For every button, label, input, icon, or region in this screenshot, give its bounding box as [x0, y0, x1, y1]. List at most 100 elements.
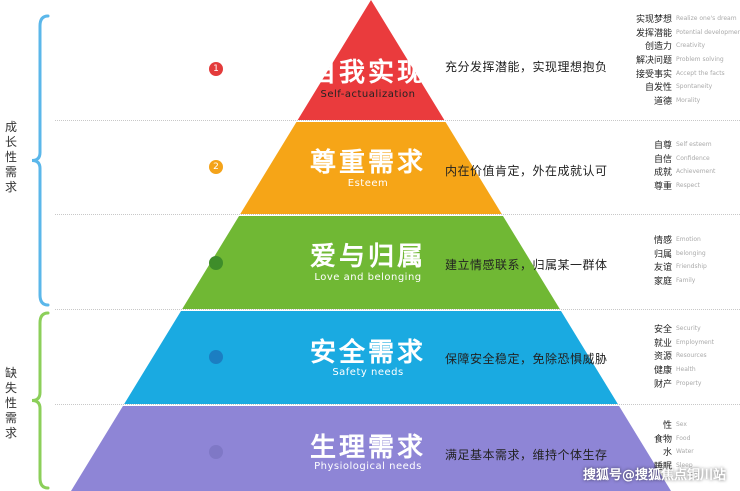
detail-item-cn: 情感 [653, 236, 672, 247]
detail-item-en: Friendship [676, 263, 707, 271]
level-description: 满足基本需求，维持个体生存 [445, 448, 608, 462]
pyramid-tier [240, 122, 502, 214]
detail-item-en: Property [676, 379, 702, 387]
group-brace [31, 311, 50, 490]
detail-item-cn: 接受事实 [636, 69, 673, 80]
detail-item-cn: 归属 [653, 249, 672, 260]
level-description: 充分发挥潜能，实现理想抱负 [445, 60, 608, 74]
detail-item-en: Sleep [676, 462, 693, 470]
detail-item: 道德 Morality [636, 94, 740, 108]
detail-item-cn: 财产 [653, 379, 672, 390]
detail-item-cn: 道德 [653, 96, 672, 107]
detail-item-en: Water [676, 448, 694, 456]
detail-item-cn: 安全 [653, 325, 672, 336]
detail-item-en: Realize one's dream [676, 15, 737, 23]
detail-item-en: Achievement [676, 168, 716, 176]
detail-item: 自信 Confidence [636, 152, 740, 166]
level-title: 爱与归属 [309, 242, 426, 272]
detail-item-cn: 自信 [653, 154, 672, 165]
detail-item: 情感 Emotion [636, 233, 740, 247]
group-brace [31, 14, 50, 307]
detail-item-en: Creativity [676, 42, 706, 50]
watermark: 搜狐号@搜狐焦点铜川站 [582, 468, 726, 483]
level-title: 尊重需求 [309, 148, 426, 178]
detail-item-en: Employment [676, 338, 715, 346]
detail-item-en: Health [676, 366, 696, 374]
detail-item: 尊重 Respect [636, 179, 740, 193]
divider-line [55, 120, 740, 121]
pyramid-tier [297, 0, 445, 120]
detail-item-cn: 尊重 [653, 182, 672, 193]
detail-item-en: Potential development [676, 28, 740, 36]
detail-item: 创造力 Creativity [636, 39, 740, 53]
pyramid-tier [124, 311, 618, 404]
detail-item: 自发性 Spontaneity [636, 80, 740, 94]
level-title: 生理需求 [309, 433, 426, 463]
detail-item: 水 Water [636, 445, 740, 459]
level-subtitle: Safety needs [332, 367, 404, 378]
detail-item: 食物 Food [636, 432, 740, 446]
detail-item-cn: 自发性 [644, 83, 672, 94]
divider-line [55, 309, 740, 310]
detail-item-en: Security [676, 325, 701, 333]
detail-item-en: Respect [676, 182, 700, 190]
level-subtitle: Physiological needs [314, 461, 422, 472]
detail-item-cn: 食物 [653, 434, 672, 445]
divider-line [55, 214, 740, 215]
level-description: 建立情感联系，归属某一群体 [445, 258, 608, 272]
pyramid-tier [182, 216, 560, 309]
pyramid-tier [71, 406, 671, 491]
detail-item-cn: 创造力 [644, 42, 672, 53]
detail-item-en: Self esteem [676, 141, 712, 149]
level-number-badge: 1 [209, 62, 223, 76]
detail-item-en: Sex [676, 421, 687, 429]
detail-item: 安全 Security [636, 322, 740, 336]
detail-item-cn: 睡眠 [653, 462, 672, 473]
detail-item-en: Problem solving [676, 56, 724, 64]
detail-item-cn: 解决问题 [636, 56, 673, 67]
level-number-badge [209, 350, 223, 364]
divider-line [55, 404, 740, 405]
detail-item-cn: 就业 [653, 338, 672, 349]
detail-item: 自尊 Self esteem [636, 138, 740, 152]
detail-item-en: Morality [676, 96, 701, 104]
detail-item-en: Emotion [676, 236, 701, 244]
detail-item-cn: 发挥潜能 [636, 28, 673, 39]
detail-item-cn: 自尊 [653, 141, 672, 152]
level-number-badge [209, 445, 223, 459]
level-description: 保障安全稳定，免除恐惧威胁 [445, 352, 608, 366]
level-title: 自我实现 [309, 58, 426, 88]
detail-item: 性 Sex [636, 418, 740, 432]
deficiency-needs-label: 缺失性需求 [4, 366, 17, 440]
detail-item-cn: 资源 [653, 352, 672, 363]
detail-item: 睡眠 Sleep [636, 459, 740, 473]
level-description: 内在价值肯定，外在成就认可 [445, 164, 608, 178]
level-number-badge: 2 [209, 160, 223, 174]
detail-item-cn: 成就 [653, 168, 672, 179]
growth-needs-label: 成长性需求 [4, 120, 17, 194]
detail-item: 就业 Employment [636, 336, 740, 350]
detail-item-cn: 性 [662, 421, 672, 432]
detail-item-cn: 水 [662, 448, 672, 459]
detail-item-cn: 实现梦想 [636, 15, 673, 26]
detail-item-en: Spontaneity [676, 83, 713, 91]
detail-item-en: Accept the facts [676, 69, 725, 77]
detail-item-en: Food [676, 434, 691, 442]
detail-item-en: Confidence [676, 154, 710, 162]
detail-item-en: Family [676, 277, 696, 285]
level-number-badge [209, 256, 223, 270]
